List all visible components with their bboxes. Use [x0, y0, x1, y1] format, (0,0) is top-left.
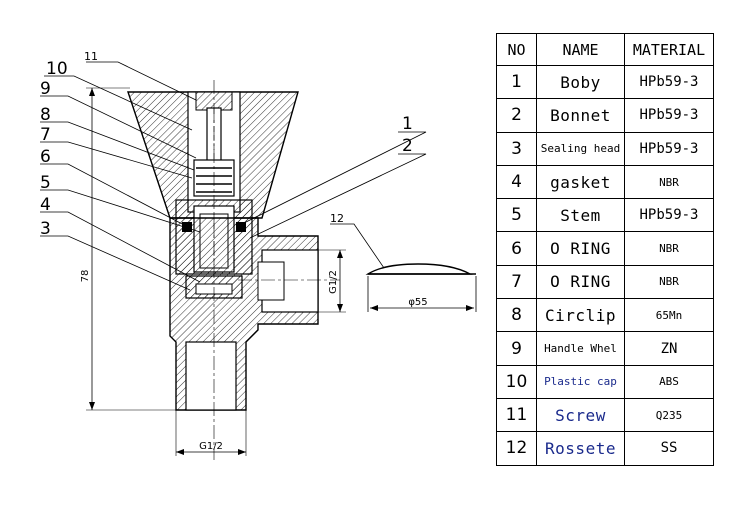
- cell-no: 5: [496, 198, 537, 233]
- cell-name: Bonnet: [536, 98, 625, 133]
- cell-material: Q235: [624, 397, 714, 433]
- table-row: 3 Sealing head HPb59-3: [496, 131, 714, 166]
- dim-height: 78: [80, 270, 91, 283]
- cell-material: SS: [624, 431, 714, 466]
- cell-no: 2: [496, 98, 537, 133]
- cell-name: Circlip: [536, 298, 625, 333]
- cell-material: HPb59-3: [624, 64, 714, 100]
- table-row: 8 Circlip 65Mn: [496, 298, 714, 333]
- cell-no: 6: [496, 231, 537, 266]
- dim-outlet: G1/2: [328, 270, 339, 294]
- callout-10: 10: [46, 59, 68, 79]
- header-name: NAME: [536, 33, 625, 66]
- cell-material: HPb59-3: [624, 198, 714, 233]
- callout-9: 9: [40, 79, 51, 99]
- callout-8: 8: [40, 105, 51, 125]
- cell-material: NBR: [624, 231, 714, 266]
- bill-of-materials-table: NO NAME MATERIAL 1 Boby HPb59-3 2 Bonnet…: [496, 33, 714, 466]
- cell-no: 1: [496, 64, 537, 100]
- cell-no: 11: [496, 397, 537, 433]
- table-row: 1 Boby HPb59-3: [496, 64, 714, 100]
- cell-material: ZN: [624, 331, 714, 366]
- cell-material: NBR: [624, 164, 714, 200]
- cell-material: HPb59-3: [624, 131, 714, 166]
- callout-6: 6: [40, 147, 51, 167]
- table-row: 5 Stem HPb59-3: [496, 198, 714, 233]
- table-row: 11 Screw Q235: [496, 397, 714, 433]
- leader-lines: [40, 61, 427, 291]
- table-row: 12 Rossete SS: [496, 431, 714, 466]
- table-row: 7 O RING NBR: [496, 264, 714, 300]
- cell-no: 12: [496, 431, 537, 466]
- table-row: 6 O RING NBR: [496, 231, 714, 266]
- dim-inlet: G1/2: [199, 441, 223, 452]
- cell-material: NBR: [624, 264, 714, 300]
- dim-outlet-line: G1/2: [318, 249, 346, 313]
- callout-5: 5: [40, 173, 51, 193]
- cell-no: 4: [496, 164, 537, 200]
- cell-name: gasket: [536, 164, 625, 200]
- cell-name: Rossete: [536, 431, 625, 466]
- table-row: 4 gasket NBR: [496, 164, 714, 200]
- callout-7: 7: [40, 125, 51, 145]
- cell-material: ABS: [624, 364, 714, 399]
- cell-name: Plastic cap: [536, 364, 625, 399]
- cell-no: 3: [496, 131, 537, 166]
- callout-11: 11: [84, 50, 98, 63]
- callout-1: 1: [402, 114, 413, 134]
- cell-no: 8: [496, 298, 537, 333]
- callout-2: 2: [402, 136, 413, 156]
- dim-inlet-line: G1/2: [175, 410, 247, 456]
- callout-12: 12: [330, 212, 344, 225]
- cell-name: Boby: [536, 64, 625, 100]
- cell-name: O RING: [536, 231, 625, 266]
- cell-name: Stem: [536, 198, 625, 233]
- header-material: MATERIAL: [624, 33, 714, 66]
- cell-no: 10: [496, 364, 537, 399]
- cell-name: Handle Whel: [536, 331, 625, 366]
- cell-name: Screw: [536, 397, 625, 433]
- dim-height-line: 78: [80, 87, 176, 411]
- valve-body: [169, 217, 319, 411]
- cell-name: O RING: [536, 264, 625, 300]
- cell-no: 9: [496, 331, 537, 366]
- valve-cross-section-drawing: φ55 78 G1/2 G1/2: [40, 50, 477, 460]
- cell-no: 7: [496, 264, 537, 300]
- callout-3: 3: [40, 219, 51, 239]
- header-no: NO: [496, 33, 537, 66]
- cell-material: 65Mn: [624, 298, 714, 333]
- dim-rosette: φ55: [408, 297, 427, 308]
- table-row: 10 Plastic cap ABS: [496, 364, 714, 399]
- cell-material: HPb59-3: [624, 98, 714, 133]
- table-row: 9 Handle Whel ZN: [496, 331, 714, 366]
- rosette-drawing: φ55: [365, 263, 477, 312]
- table-header-row: NO NAME MATERIAL: [496, 33, 714, 66]
- table-row: 2 Bonnet HPb59-3: [496, 98, 714, 133]
- cell-name: Sealing head: [536, 131, 625, 166]
- callout-4: 4: [40, 195, 51, 215]
